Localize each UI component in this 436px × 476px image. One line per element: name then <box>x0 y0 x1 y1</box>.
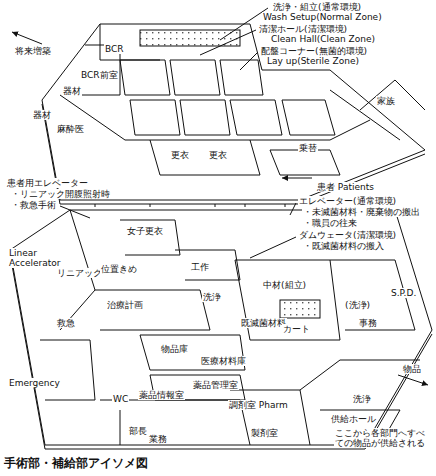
room-label: 位置きめ <box>100 264 138 274</box>
room-label: Emergency <box>8 378 61 388</box>
room-label: 患者用エレベーター <box>6 178 89 188</box>
room-label: ・既滅菌材料の搬入 <box>302 241 385 251</box>
room-label: 家族 <box>376 96 396 106</box>
room-label: 薬品情報室 <box>138 390 185 400</box>
room-label: Linear Accelerator <box>8 248 60 268</box>
room-label: 清潔ホール(清潔環境) <box>258 24 348 34</box>
room-label: 洗浄 <box>352 394 372 404</box>
room-label: エレベーター(通常環境) <box>298 196 397 206</box>
room-label: リニアック <box>56 268 103 278</box>
room-label: BCR前室 <box>80 70 119 80</box>
room-label: Clean Hall(Clean Zone) <box>270 34 376 44</box>
room-label: 中材(組立) <box>262 280 307 290</box>
room-label: ・救急手術 <box>10 200 57 210</box>
room-label: 女子更衣 <box>126 226 164 236</box>
room-label: 麻酔医 <box>56 124 85 134</box>
room-label: 器材 <box>32 110 52 120</box>
room-label: Lay up(Sterile Zone) <box>266 56 360 66</box>
room-label: 医療材料庫 <box>200 356 247 366</box>
caption: 手術部・補給部アイソメ図 <box>3 456 149 470</box>
room-label: 事務 <box>358 318 378 328</box>
room-label: ・未滅菌材料・廃棄物の搬出 <box>302 207 421 217</box>
room-label: 乗替 <box>298 143 318 153</box>
room-label: WC <box>112 394 129 404</box>
room-label: 工作 <box>190 262 210 272</box>
room-label: 供給ホール <box>330 414 377 424</box>
room-label: 業務 <box>148 434 168 444</box>
room-label: 洗浄 <box>202 292 222 302</box>
room-label: 部長 <box>128 426 148 436</box>
room-label: ここから各部門へすべての物品が供給される <box>334 428 432 448</box>
room-label: 調剤室 Pharm <box>228 400 289 410</box>
room-label: 救急 <box>56 318 76 328</box>
room-label: 既滅菌材料 <box>240 318 287 328</box>
room-label: 患者 Patients <box>316 182 375 192</box>
room-label: 器材 <box>62 86 82 96</box>
room-label: 製剤室 <box>250 428 279 438</box>
room-label: S.P.D. <box>390 288 417 298</box>
room-label: 更衣 <box>208 150 228 160</box>
room-label: 洗浄・組立(通常環境) <box>272 2 362 12</box>
room-label: BCR <box>104 44 125 54</box>
room-label: ・職員の往来 <box>302 218 358 228</box>
room-label: 治療計画 <box>106 300 144 310</box>
room-label: 更衣 <box>170 150 190 160</box>
room-label: ・リニアック開腹照射時 <box>10 189 111 199</box>
room-label: ダムウェータ(清潔環境) <box>298 230 397 240</box>
room-label: 薬品管理室 <box>192 380 239 390</box>
room-label: 物品庫 <box>160 344 189 354</box>
room-label: 将来増築 <box>14 46 52 56</box>
room-label: 配盤コーナー(無菌的環境) <box>260 46 368 56</box>
room-label: カート <box>282 324 311 334</box>
room-label: Wash Setup(Normal Zone) <box>262 12 383 22</box>
room-label: (洗浄) <box>344 300 371 310</box>
room-label: 物品 <box>402 364 422 374</box>
